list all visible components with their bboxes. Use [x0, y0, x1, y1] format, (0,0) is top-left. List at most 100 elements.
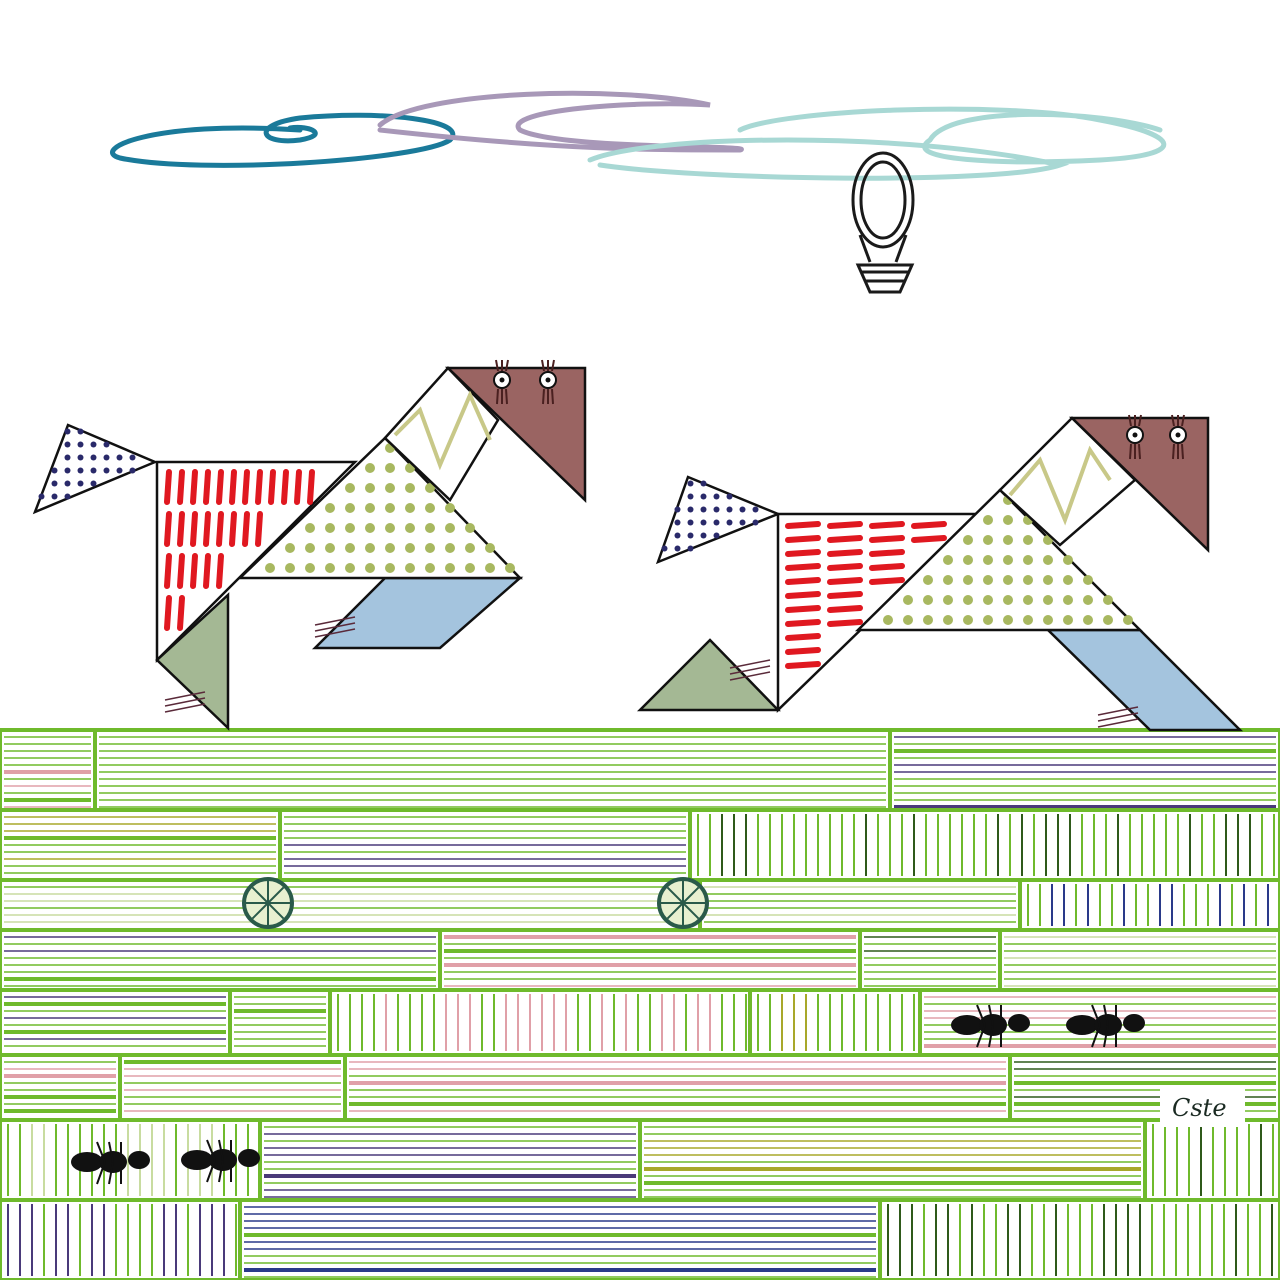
- signature: Cste: [1160, 1087, 1245, 1127]
- tangram-horses: [32, 359, 1244, 732]
- dot: [129, 467, 136, 474]
- dot: [405, 483, 415, 493]
- dot: [1123, 615, 1133, 625]
- field-panel: [858, 928, 1002, 992]
- red-mark: [911, 535, 947, 543]
- dot: [700, 532, 707, 539]
- dot: [687, 519, 694, 526]
- hoof-mark: [1097, 712, 1139, 722]
- dot: [923, 595, 933, 605]
- dot: [1023, 595, 1033, 605]
- dot: [365, 503, 375, 513]
- dot: [425, 483, 435, 493]
- red-mark: [785, 549, 821, 557]
- field-panel: [0, 728, 97, 812]
- horse: [636, 414, 1244, 732]
- leg: [1044, 628, 1244, 732]
- dot: [365, 543, 375, 553]
- hoof-mark: [314, 616, 356, 626]
- field-panel: [343, 1053, 1012, 1122]
- red-mark: [177, 553, 185, 589]
- dot: [485, 543, 495, 553]
- dot: [405, 503, 415, 513]
- red-mark: [268, 469, 276, 505]
- field-panel: [258, 1118, 642, 1202]
- ant-icon: [1066, 1004, 1145, 1048]
- dot: [943, 575, 953, 585]
- dot: [485, 563, 495, 573]
- dot: [385, 563, 395, 573]
- red-mark: [785, 563, 821, 571]
- dot: [325, 503, 335, 513]
- red-mark: [827, 521, 863, 529]
- dot: [1083, 595, 1093, 605]
- dot: [943, 615, 953, 625]
- dot: [51, 480, 58, 487]
- dot: [445, 563, 455, 573]
- red-mark: [785, 647, 821, 655]
- dot: [365, 523, 375, 533]
- field-panel: [998, 928, 1280, 992]
- field-panel: [638, 1118, 1147, 1202]
- dot: [1043, 555, 1053, 565]
- red-mark: [785, 661, 821, 669]
- dot: [963, 575, 973, 585]
- ant-icon: [951, 1004, 1030, 1048]
- dot: [661, 545, 668, 552]
- red-mark: [242, 469, 250, 505]
- dot: [739, 506, 746, 513]
- field-panel: [118, 1053, 347, 1122]
- dot: [1063, 575, 1073, 585]
- dot: [103, 467, 110, 474]
- red-mark: [229, 511, 237, 547]
- dot: [700, 493, 707, 500]
- red-mark: [216, 553, 224, 589]
- hoof-mark: [314, 622, 356, 632]
- dot: [700, 519, 707, 526]
- dot: [425, 543, 435, 553]
- dot: [64, 467, 71, 474]
- dot: [77, 480, 84, 487]
- field-panel: [328, 988, 752, 1057]
- dot: [265, 563, 275, 573]
- dot: [903, 595, 913, 605]
- dot: [77, 441, 84, 448]
- red-mark: [785, 619, 821, 627]
- red-mark: [294, 469, 302, 505]
- ant-icon: [181, 1139, 260, 1183]
- red-mark: [255, 511, 263, 547]
- dot: [943, 555, 953, 565]
- dot: [103, 454, 110, 461]
- dot: [1083, 615, 1093, 625]
- dot: [90, 441, 97, 448]
- dot: [713, 506, 720, 513]
- red-mark: [190, 469, 198, 505]
- dot: [305, 543, 315, 553]
- dot: [1003, 615, 1013, 625]
- red-mark: [307, 469, 315, 505]
- dot: [983, 575, 993, 585]
- red-mark: [785, 633, 821, 641]
- dot: [903, 615, 913, 625]
- dot: [325, 563, 335, 573]
- dot: [1063, 595, 1073, 605]
- field-panel: [0, 808, 282, 882]
- ant-icon: [71, 1141, 150, 1185]
- field-panel: [278, 808, 692, 882]
- field-panel: [698, 878, 1022, 932]
- dot: [1063, 615, 1073, 625]
- dot: [465, 563, 475, 573]
- hoof-mark: [1097, 706, 1139, 716]
- dot: [305, 523, 315, 533]
- dot: [983, 555, 993, 565]
- dot: [752, 506, 759, 513]
- dot: [505, 563, 515, 573]
- dot: [983, 515, 993, 525]
- dot: [943, 595, 953, 605]
- red-mark: [827, 535, 863, 543]
- dot: [674, 519, 681, 526]
- red-mark: [827, 605, 863, 613]
- red-mark: [785, 521, 821, 529]
- red-mark: [785, 605, 821, 613]
